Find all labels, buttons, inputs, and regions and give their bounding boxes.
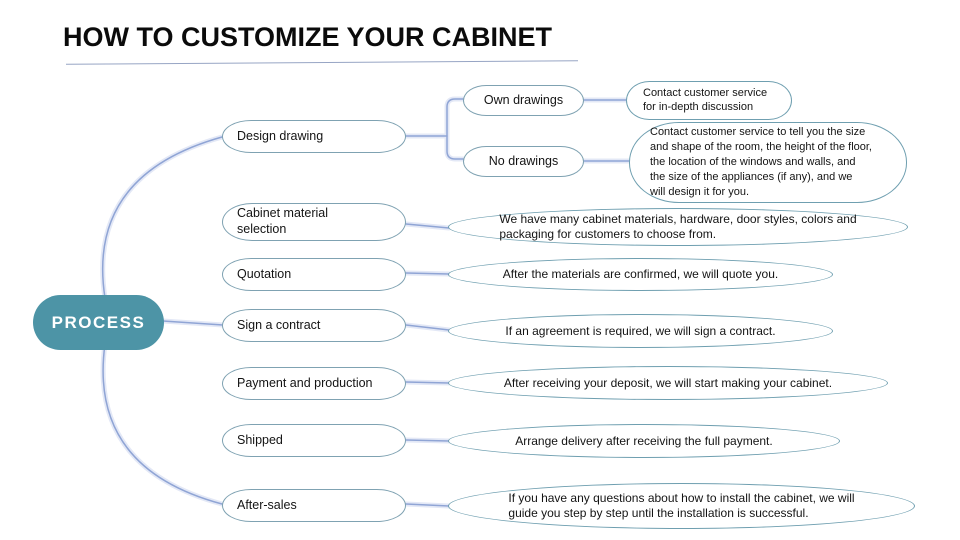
branch-no-drawings: No drawings — [463, 146, 584, 177]
note-payment-production: After receiving your deposit, we will st… — [448, 366, 888, 400]
note-cabinet-material: We have many cabinet materials, hardware… — [448, 208, 908, 246]
step-after-sales: After-sales — [222, 489, 406, 522]
step-shipped: Shipped — [222, 424, 406, 457]
note-after-sales: If you have any questions about how to i… — [448, 483, 915, 529]
note-quotation: After the materials are confirmed, we wi… — [448, 258, 833, 291]
step-sign-contract: Sign a contract — [222, 309, 406, 342]
step-payment-production: Payment and production — [222, 367, 406, 400]
step-cabinet-material: Cabinet material selection — [222, 203, 406, 241]
page-title: HOW TO CUSTOMIZE YOUR CABINET — [63, 22, 553, 52]
branch-own-drawings: Own drawings — [463, 85, 584, 116]
note-shipped: Arrange delivery after receiving the ful… — [448, 424, 840, 458]
step-quotation: Quotation — [222, 258, 406, 291]
process-root-node: PROCESS — [33, 295, 164, 350]
note-own-drawings: Contact customer service for in-depth di… — [626, 81, 792, 120]
note-sign-contract: If an agreement is required, we will sig… — [448, 314, 833, 348]
step-design-drawing: Design drawing — [222, 120, 406, 153]
note-no-drawings: Contact customer service to tell you the… — [629, 122, 907, 203]
